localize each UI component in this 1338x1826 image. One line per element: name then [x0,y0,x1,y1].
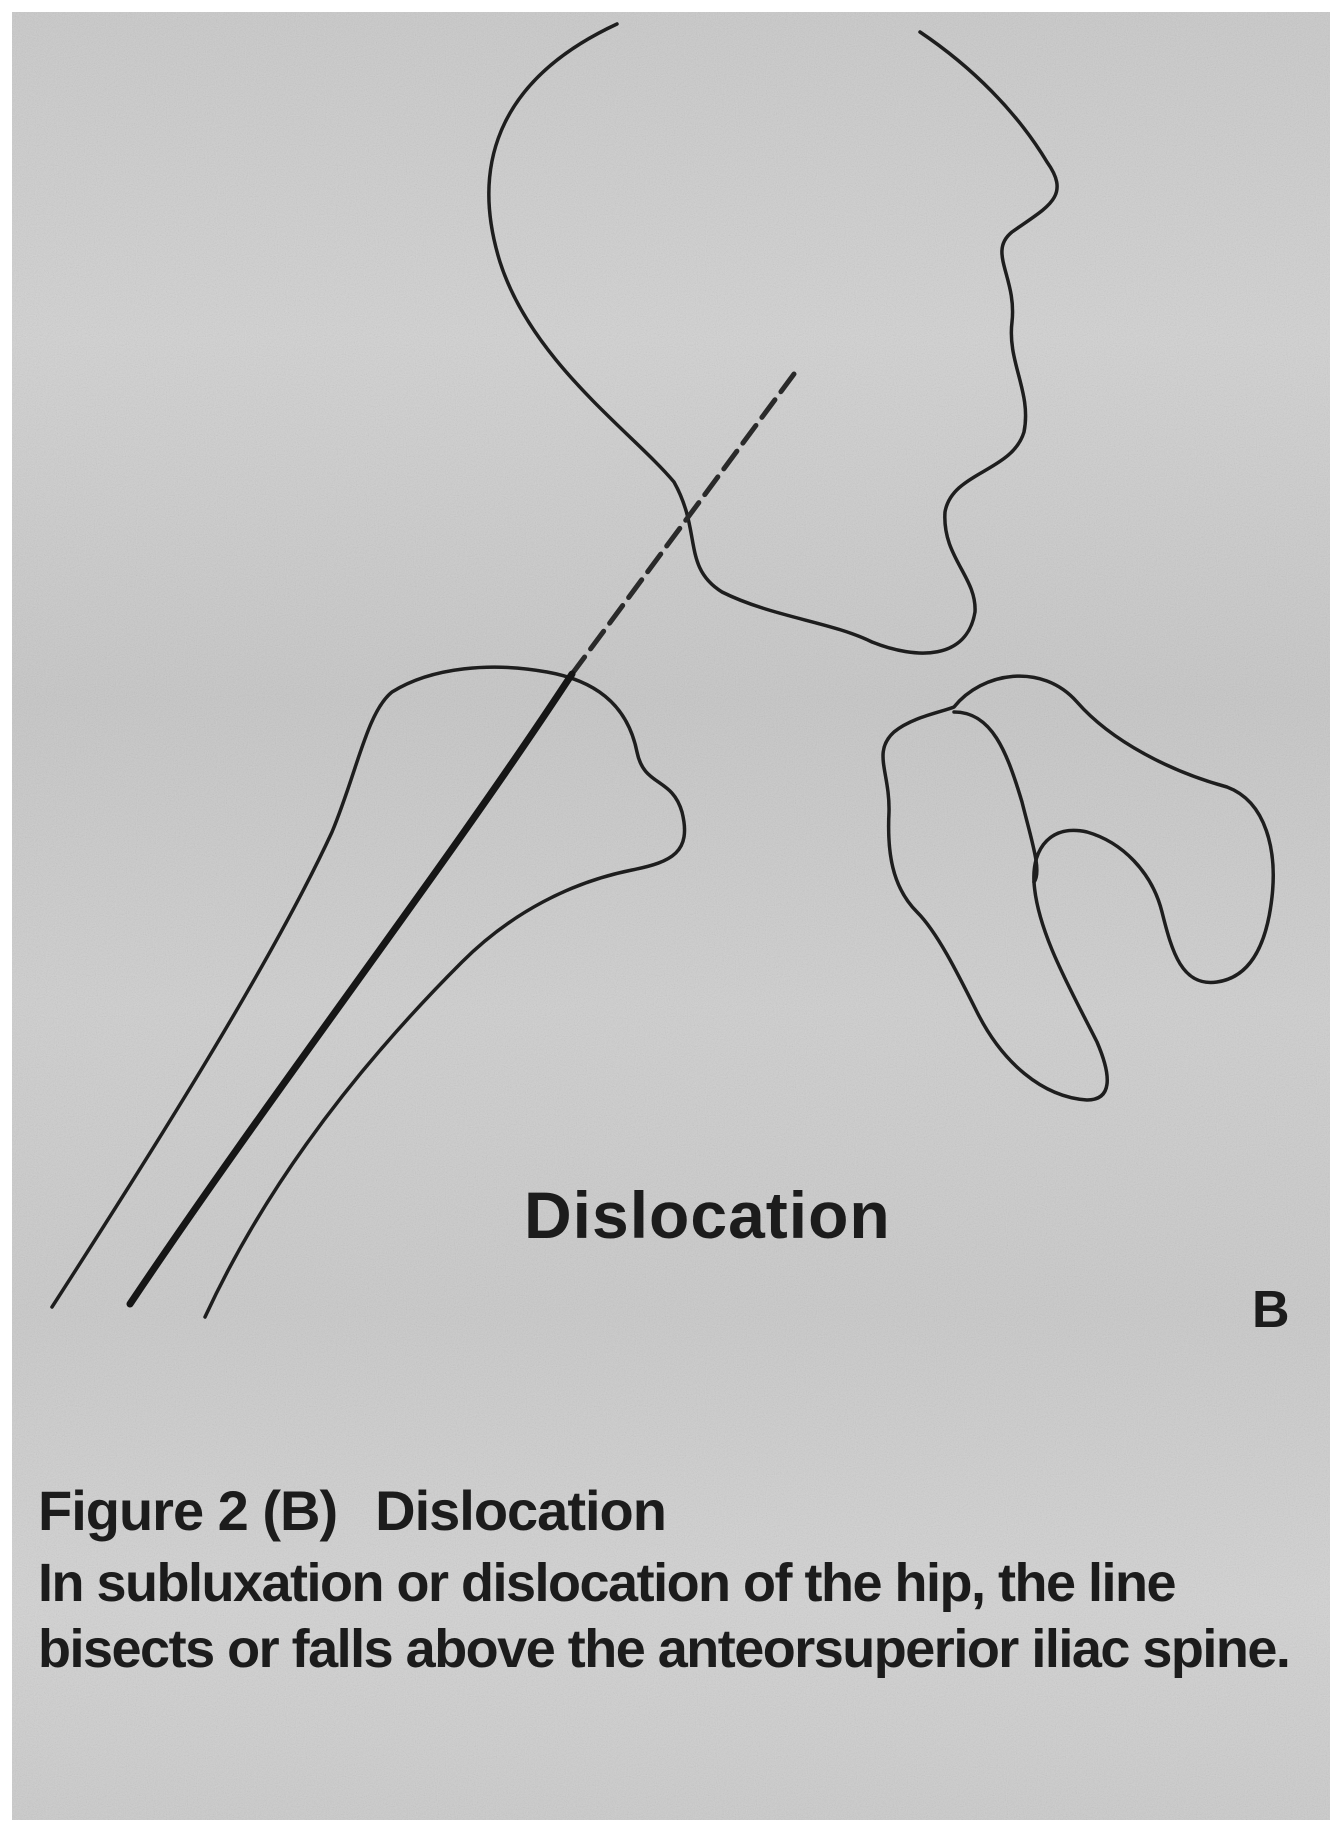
scanned-figure: Dislocation B Figure 2 (B) Dislocation In… [12,12,1330,1820]
caption-text: In subluxation or dislocation of the hip… [38,1550,1328,1682]
drawing-label: Dislocation [524,1177,891,1253]
hip-dislocation-diagram [12,12,1330,1820]
paper-texture [12,12,1330,1820]
panel-letter: B [1252,1280,1290,1340]
caption-title: Figure 2 (B) Dislocation [38,1478,666,1543]
caption-heading: Dislocation [375,1479,666,1542]
caption-number: Figure 2 (B) [38,1479,337,1542]
